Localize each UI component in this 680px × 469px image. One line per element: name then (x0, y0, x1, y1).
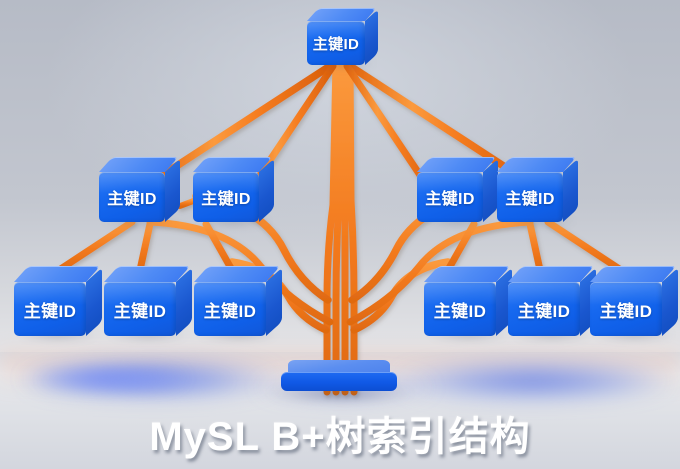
node-label: 主键ID (433, 301, 487, 321)
tree-node-leaf-2[interactable]: 主键ID (104, 266, 192, 341)
node-cube: 主键ID (417, 157, 498, 222)
cube-front-face: 主键ID (590, 282, 662, 336)
cube-front-face: 主键ID (104, 282, 176, 336)
node-label: 主键ID (599, 301, 653, 321)
cube-front-face: 主键ID (14, 282, 86, 336)
cube-front-face: 主键ID (307, 21, 365, 65)
cube-side-face (365, 9, 378, 66)
node-cube: 主键ID (508, 266, 596, 336)
tree-node-leaf-1[interactable]: 主键ID (14, 266, 102, 341)
tree-node-level2-1[interactable]: 主键ID (99, 157, 180, 227)
node-label: 主键ID (312, 35, 360, 53)
page-title: MySL B+树索引结构 (149, 415, 531, 459)
floor-spot-corner (18, 366, 188, 390)
tree-node-level2-3[interactable]: 主键ID (417, 157, 498, 227)
node-label: 主键ID (517, 301, 571, 321)
node-label: 主键ID (201, 191, 251, 208)
tree-node-root[interactable]: 主键ID (307, 8, 378, 69)
node-cube: 主键ID (307, 8, 378, 66)
node-label: 主键ID (23, 301, 77, 321)
tree-node-leaf-3[interactable]: 主键ID (194, 266, 282, 341)
node-cube: 主键ID (590, 266, 678, 336)
cube-front-face: 主键ID (99, 172, 165, 222)
cube-front-face: 主键ID (424, 282, 496, 336)
tree-node-level2-4[interactable]: 主键ID (497, 157, 578, 227)
cube-front-face: 主键ID (417, 172, 483, 222)
cube-front-face: 主键ID (508, 282, 580, 336)
node-cube: 主键ID (497, 157, 578, 222)
cube-front-face: 主键ID (194, 282, 266, 336)
cube-front-face: 主键ID (497, 172, 563, 222)
node-cube: 主键ID (104, 266, 192, 336)
node-label: 主键ID (425, 191, 475, 208)
node-label: 主键ID (203, 301, 257, 321)
node-cube: 主键ID (14, 266, 102, 336)
node-cube: 主键ID (424, 266, 512, 336)
node-label: 主键ID (505, 191, 555, 208)
tree-node-leaf-5[interactable]: 主键ID (508, 266, 596, 341)
node-cube: 主键ID (194, 266, 282, 336)
cube-front-face: 主键ID (193, 172, 259, 222)
tree-node-leaf-6[interactable]: 主键ID (590, 266, 678, 341)
node-label: 主键ID (107, 191, 157, 208)
tree-node-leaf-4[interactable]: 主键ID (424, 266, 512, 341)
node-cube: 主键ID (99, 157, 180, 222)
node-cube: 主键ID (193, 157, 274, 222)
node-label: 主键ID (113, 301, 167, 321)
tree-base-slab (267, 360, 413, 402)
base-front-face (281, 372, 397, 391)
tree-node-level2-2[interactable]: 主键ID (193, 157, 274, 227)
